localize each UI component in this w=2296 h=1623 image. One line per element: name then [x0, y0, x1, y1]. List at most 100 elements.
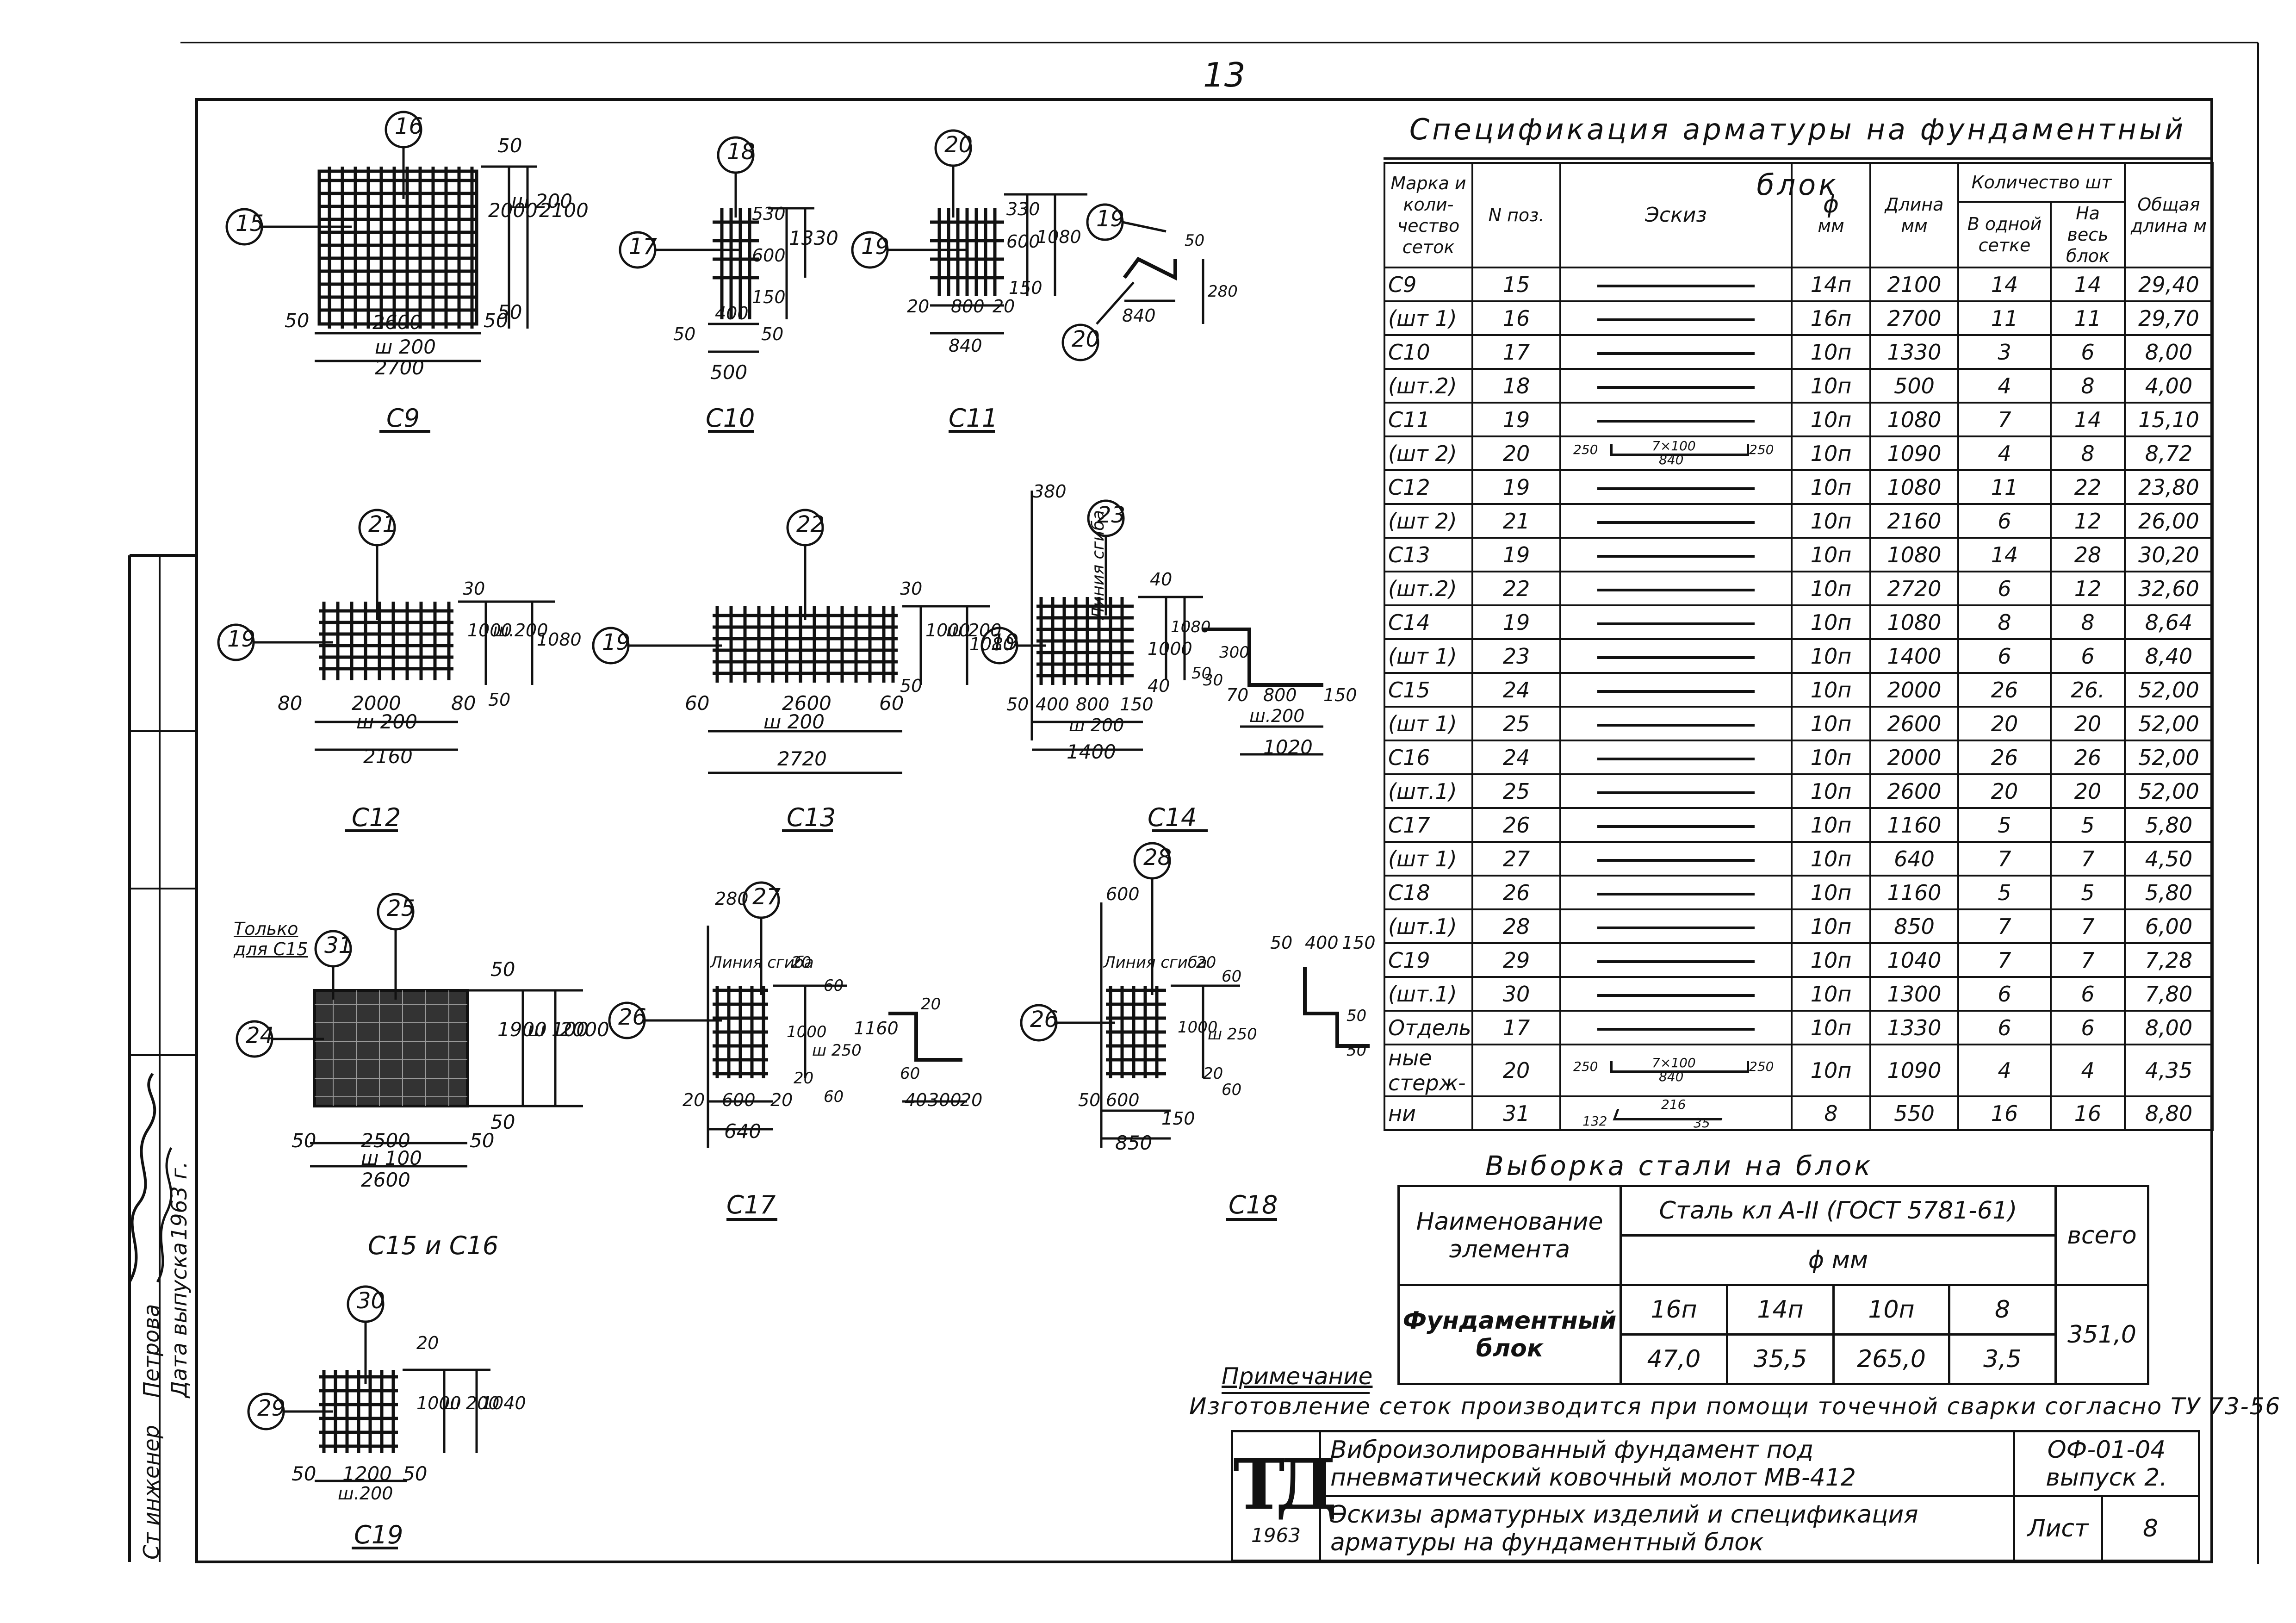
dim: 30	[1203, 671, 1223, 690]
dim: 1000	[467, 620, 512, 640]
sheet-number: 8	[2101, 1495, 2200, 1562]
spec-cell-sketch	[1559, 976, 1793, 1012]
spec-cell-mark: (шт 1)	[1384, 638, 1473, 674]
bar-sketch-straight	[1597, 318, 1755, 321]
spec-cell-pos: 16	[1471, 300, 1561, 336]
hdr-dia-sym: ϕ	[1823, 191, 1839, 218]
hdr-length-label: Длина	[1885, 194, 1944, 215]
spec-cell-mark: (шт 2)	[1384, 435, 1473, 471]
sketch-c15-c16	[236, 893, 583, 1168]
spec-cell-length: 1090	[1869, 435, 1959, 471]
bent-dim-right: 250	[1749, 1059, 1774, 1074]
spec-cell-total: 8,00	[2124, 334, 2214, 370]
spec-cell-qty-block: 12	[2049, 571, 2126, 606]
spec-cell-pos: 30	[1471, 976, 1561, 1012]
spec-cell-total: 8,00	[2124, 1010, 2214, 1045]
dim: 2500	[361, 1129, 410, 1152]
spec-cell-mark: C13	[1384, 537, 1473, 572]
title-line-2: Эскизы арматурных изделий и спецификация…	[1319, 1495, 2015, 1562]
dim: 60	[900, 1064, 920, 1083]
steel-row: Наименование элемента Сталь кл А-II (ГОС…	[1397, 1185, 2149, 1286]
pos-marker: 29	[257, 1395, 286, 1421]
title-code-cell: ОФ-01-04 выпуск 2.	[2013, 1430, 2200, 1497]
hook-dim-b: 216	[1661, 1096, 1686, 1112]
note-text: Изготовление сеток производится при помо…	[1189, 1393, 2281, 1420]
sheet-frame	[128, 42, 2259, 1564]
steel-dia-header: ϕ мм	[1620, 1234, 2057, 1286]
spec-cell-dia: 10п	[1791, 908, 1871, 944]
spec-cell-qty-mesh: 14	[1957, 537, 2052, 572]
dim: 40	[905, 1090, 927, 1110]
spec-cell-qty-mesh: 6	[1957, 1010, 2052, 1045]
spec-cell-qty-mesh: 7	[1957, 402, 2052, 437]
bar-sketch-straight	[1597, 758, 1755, 760]
spec-cell-sketch	[1559, 875, 1793, 910]
dim: 1400	[1067, 740, 1116, 763]
spec-cell-sketch	[1559, 334, 1793, 370]
dim: 1200	[342, 1462, 392, 1485]
spec-cell-qty-mesh: 7	[1957, 942, 2052, 978]
dim: 150	[752, 287, 786, 307]
spec-cell-total: 8,72	[2124, 435, 2214, 471]
sketch-label-c13: С13	[787, 803, 836, 832]
spec-cell-length: 2600	[1869, 706, 1959, 741]
dim: 600	[1006, 231, 1040, 252]
dim: 150	[1009, 278, 1043, 298]
spec-cell-dia: 10п	[1791, 875, 1871, 910]
dim: 1080	[969, 634, 1014, 654]
steel-weight: 47,0	[1620, 1333, 1728, 1385]
dim: 20	[907, 296, 930, 317]
dim: 840	[1122, 305, 1156, 326]
steel-name-header: Наименование элемента	[1397, 1185, 1622, 1286]
spec-cell-qty-mesh: 7	[1957, 908, 2052, 944]
bar-sketch-straight	[1597, 1028, 1755, 1031]
note-heading: Примечание	[1222, 1363, 1373, 1390]
dim: 20	[960, 1090, 983, 1110]
spec-cell-qty-mesh: 26	[1957, 740, 2052, 775]
spec-cell-sketch	[1559, 368, 1793, 404]
dim: 1000	[1178, 1018, 1218, 1037]
dim: ш 200	[511, 190, 572, 212]
spec-cell-qty-block: 16	[2049, 1095, 2126, 1131]
spec-cell-total: 7,28	[2124, 942, 2214, 978]
spec-cell-pos: 20	[1471, 1044, 1561, 1097]
spec-cell-sketch	[1559, 773, 1793, 809]
sketch-label-c19: С19	[354, 1520, 403, 1549]
spec-cell-mark: (шт.2)	[1384, 571, 1473, 606]
spec-cell-mark: Отдель-	[1384, 1010, 1473, 1045]
hdr-length: Длина мм	[1869, 162, 1959, 268]
dim: 2720	[777, 747, 827, 770]
spec-cell-sketch	[1559, 537, 1793, 572]
dim: 2600	[782, 692, 832, 715]
page-number: 13	[1203, 56, 1246, 94]
title-block: ТД 1963 Виброизолированный фундамент под…	[1231, 1430, 2200, 1562]
spec-cell-qty-mesh: 6	[1957, 638, 2052, 674]
spec-cell-qty-block: 6	[2049, 638, 2126, 674]
dim: 60	[824, 976, 844, 995]
spec-cell-total: 5,80	[2124, 875, 2214, 910]
spec-cell-pos: 23	[1471, 638, 1561, 674]
spec-cell-qty-block: 20	[2049, 706, 2126, 741]
dim: 50	[1347, 1007, 1367, 1025]
dim: 40	[1150, 569, 1173, 590]
sketch-label-c10: С10	[706, 404, 755, 433]
spec-cell-dia: 10п	[1791, 740, 1871, 775]
bar-sketch-straight	[1597, 690, 1755, 693]
spec-cell-qty-mesh: 20	[1957, 773, 2052, 809]
pos-marker: 15	[236, 211, 264, 236]
steel-caption: Выборка стали на блок	[1485, 1150, 1874, 1181]
spec-cell-qty-mesh: 4	[1957, 1044, 2052, 1097]
sketch-label-c11: С11	[949, 404, 998, 433]
dim: 60	[685, 692, 710, 715]
dim: ш.200	[338, 1483, 393, 1504]
spec-cell-total: 52,00	[2124, 706, 2214, 741]
stamp-name1: Петрова	[139, 1304, 164, 1398]
spec-cell-length: 500	[1869, 368, 1959, 404]
